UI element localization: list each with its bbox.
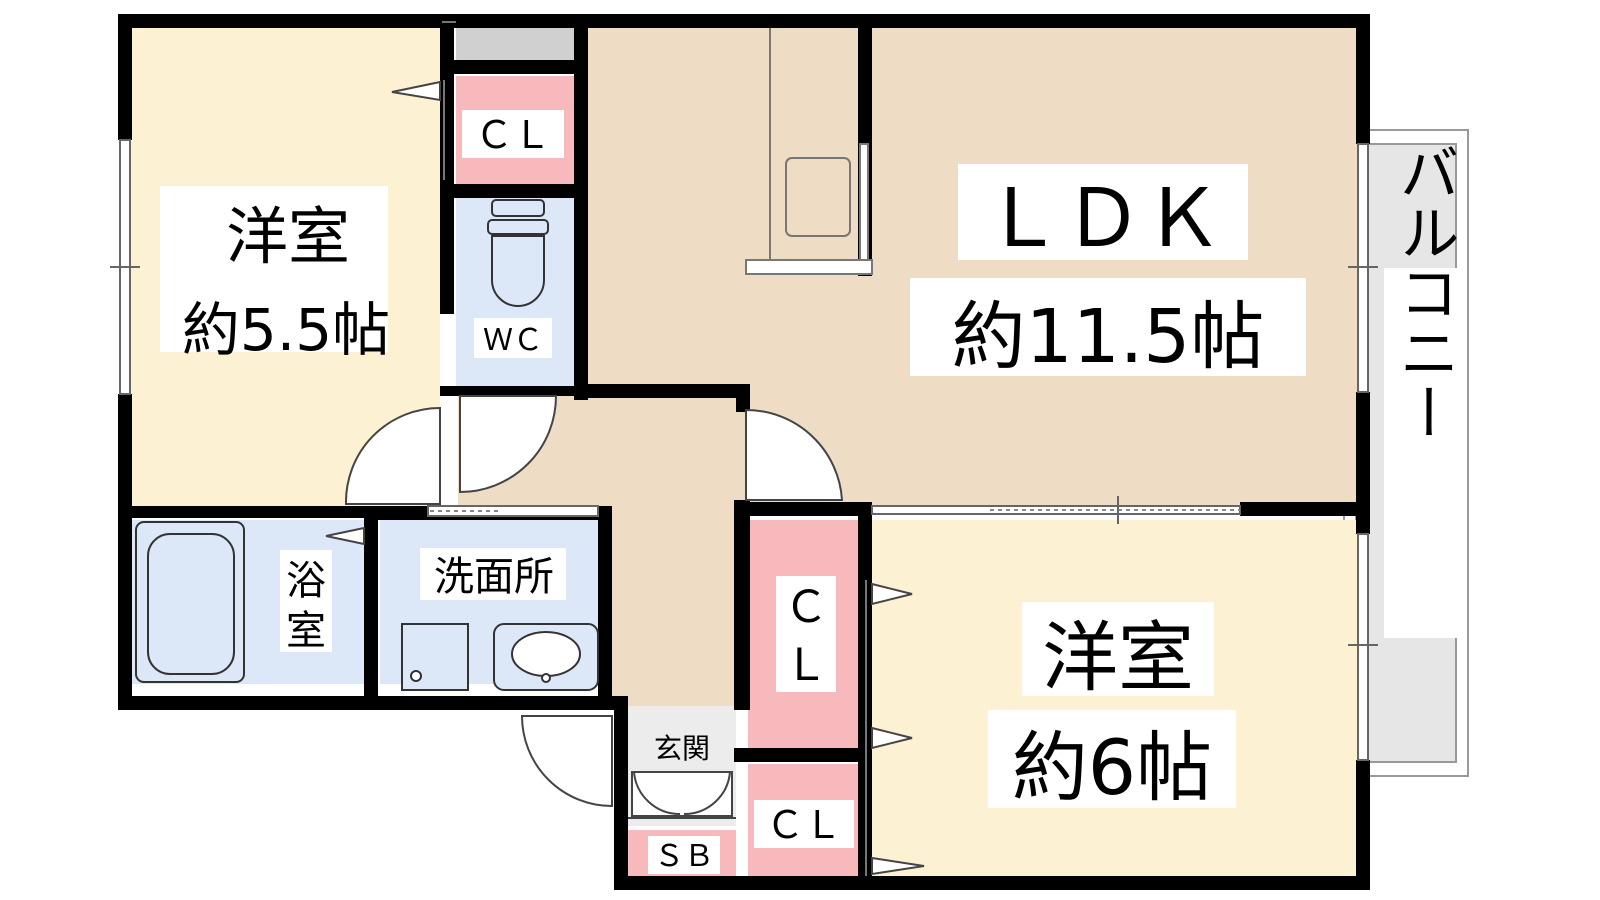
label-ldk: ＬＤＫ 約11.5帖 (910, 164, 1306, 380)
windows (110, 139, 1378, 761)
label-toilet: ＷＣ (474, 318, 552, 358)
label-entrance: 玄関 (654, 732, 710, 765)
label-closet-tall: Ｃ Ｌ (776, 576, 836, 692)
western-room-2-floor (866, 520, 1365, 876)
shoe-box-name: ＳＢ (654, 839, 714, 874)
western-room-2-name: 洋室 (1042, 613, 1194, 702)
closet-door-markers (325, 80, 925, 876)
label-balcony: バルコニー (1389, 142, 1459, 442)
bathtub (135, 521, 245, 683)
western-room-2-size: 約6帖 (1012, 723, 1212, 812)
western-room-1-size: 約5.5帖 (182, 296, 390, 364)
sliding-door-ldk (871, 496, 1241, 524)
walls (118, 14, 1370, 890)
toilet-name: ＷＣ (483, 323, 543, 358)
closet-tall-name-bottom: Ｌ (784, 640, 828, 691)
balcony (1343, 129, 1469, 777)
balcony-name: バルコニー (1389, 142, 1459, 442)
storage-top-floor (456, 28, 576, 64)
washroom-fixtures (401, 623, 599, 691)
bathroom-name-bottom: 室 (286, 608, 326, 654)
closet-tall-name-top: Ｃ (784, 582, 828, 633)
entrance-swings (628, 771, 736, 819)
label-western-room-2: 洋室 約6帖 (988, 602, 1236, 812)
hall-floor-lower (612, 506, 748, 706)
washroom-name: 洗面所 (434, 554, 554, 600)
label-closet-top: ＣＬ (462, 110, 564, 158)
western-room-1-name: 洋室 (226, 200, 350, 273)
label-western-room-1: 洋室 約5.5帖 (160, 186, 390, 364)
ldk-size: 約11.5帖 (952, 294, 1265, 380)
kitchen-counter (745, 28, 873, 275)
toilet-fixture (487, 199, 549, 307)
bathroom-name-top: 浴 (286, 558, 326, 604)
label-bathroom: 浴 室 (280, 550, 332, 654)
label-washroom: 洗面所 (420, 548, 566, 600)
ldk-name: ＬＤＫ (983, 172, 1223, 265)
closet-bottom-name: ＣＬ (766, 803, 842, 847)
closet-top-name: ＣＬ (475, 113, 551, 157)
door-swings (344, 21, 844, 808)
sliding-door-wash (427, 505, 599, 517)
entrance-name: 玄関 (654, 732, 710, 765)
label-closet-bottom: ＣＬ (754, 800, 854, 848)
label-shoe-box: ＳＢ (648, 836, 720, 874)
